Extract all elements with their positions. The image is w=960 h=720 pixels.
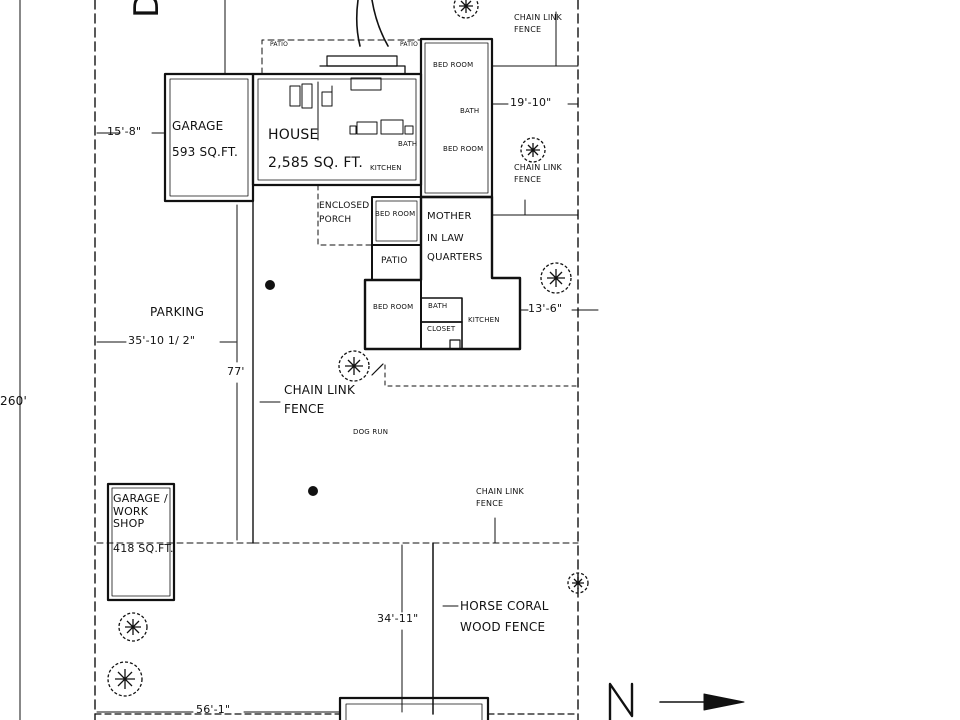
house-area: 2,585 SQ. FT.: [268, 155, 364, 171]
driveway-curve: [355, 0, 361, 47]
house-label: HOUSE: [268, 127, 319, 143]
workshop-label: GARAGE / WORK SHOP 418 SQ.FT.: [113, 492, 174, 555]
garage-label: GARAGE: [172, 119, 224, 133]
dimension-bottom-width: 56'-1": [196, 703, 231, 716]
chain-link-bottom-label: CHAIN LINK FENCE: [476, 487, 525, 509]
bedroom-mil-label: BED ROOM: [373, 303, 414, 311]
bath-top-label: BATH: [460, 107, 480, 115]
tree-icon: [567, 572, 589, 594]
north-arrow-head: [703, 693, 745, 711]
chain-link-dogrun-label: CHAIN LINK FENCE: [284, 383, 356, 416]
bedroom-mid-label: BED ROOM: [443, 145, 484, 153]
bedroom-porch-label: BED ROOM: [375, 210, 416, 218]
bedroom-top-label: BED ROOM: [433, 61, 474, 69]
dog-run-label: DOG RUN: [353, 428, 389, 436]
closet-mil-label: CLOSET: [427, 325, 456, 333]
tree-icon: [118, 612, 148, 642]
bottom-structure: [338, 696, 490, 720]
tree-icon: [520, 137, 546, 163]
house-kitchen-label: KITCHEN: [370, 164, 402, 172]
tree-icon: [107, 661, 143, 697]
driveway-label: DR: [127, 0, 167, 18]
porch-outline: [317, 184, 373, 246]
tree-icon: [540, 262, 572, 294]
dimension-garage-side: 15'-8": [107, 125, 142, 138]
patio-outline: [261, 39, 421, 75]
workshop-outline: [106, 482, 176, 602]
dimension-coral-depth: 34'-11": [377, 612, 419, 625]
dimension-parking-depth: 77': [227, 365, 245, 378]
horse-coral-label: HORSE CORAL WOOD FENCE: [460, 599, 549, 634]
mother-in-law-label: MOTHER IN LAW QUARTERS: [427, 211, 483, 263]
parking-label: PARKING: [150, 305, 205, 319]
garage-area: 593 SQ.FT.: [172, 145, 239, 159]
post-marker: [308, 486, 318, 496]
patio-label-right: PATIO: [400, 41, 419, 48]
dimension-right-mil: 13'-6": [528, 302, 563, 315]
patio-label-left: PATIO: [270, 41, 289, 48]
dimension-lot-depth: 260': [0, 394, 28, 408]
chain-link-right-label: CHAIN LINK FENCE: [514, 163, 563, 185]
garage-outline: [163, 72, 255, 203]
dimension-right-top: 19'-10": [510, 96, 552, 109]
tree-icon: [453, 0, 479, 19]
chain-link-top-label: CHAIN LINK FENCE: [514, 13, 563, 35]
enclosed-porch-label: ENCLOSED PORCH: [319, 201, 370, 226]
mother-in-law-outline: [363, 195, 522, 351]
dimension-parking-width: 35'-10 1/ 2": [128, 334, 196, 347]
bath-mil-label: BATH: [428, 302, 448, 310]
post-marker: [265, 280, 275, 290]
patio-mil-label: PATIO: [381, 256, 408, 266]
north-letter: [608, 682, 634, 720]
tree-icon: [338, 350, 370, 382]
house-bath-label: BATH: [398, 140, 418, 148]
kitchen-mil-label: KITCHEN: [468, 316, 500, 324]
